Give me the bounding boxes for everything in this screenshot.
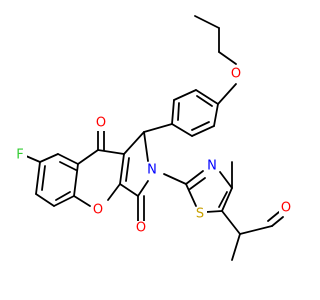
- atom-propoxy-oxygen: O: [229, 67, 243, 82]
- bond: [191, 125, 215, 137]
- oxygen-label: O: [136, 221, 146, 236]
- bond: [163, 173, 187, 185]
- oxygen-label: O: [96, 116, 106, 131]
- bonds: [25, 15, 284, 261]
- bond: [125, 157, 130, 182]
- bond: [185, 170, 204, 185]
- bond: [97, 149, 125, 155]
- atom-fluorine: F: [13, 148, 27, 163]
- bond: [25, 155, 41, 163]
- bond: [189, 177, 206, 190]
- bond: [107, 183, 121, 201]
- bond: [213, 103, 219, 127]
- bond: [171, 99, 175, 125]
- oxygen-label: O: [281, 201, 291, 216]
- bond: [55, 191, 71, 201]
- atom-thiazole-sulfur: S: [193, 207, 207, 222]
- bond: [39, 153, 59, 163]
- fluorine-label: F: [16, 148, 23, 163]
- bond: [221, 210, 241, 235]
- bond: [143, 131, 149, 162]
- bond: [35, 193, 55, 207]
- atom-ring-oxygen: O: [91, 203, 105, 218]
- bond: [194, 15, 220, 29]
- bond: [196, 95, 213, 107]
- nitrogen-label: N: [147, 163, 157, 178]
- sulfur-label: S: [196, 207, 204, 222]
- bond: [123, 131, 145, 155]
- oxygen-label: O: [93, 203, 103, 218]
- bond: [57, 153, 79, 165]
- bond: [221, 187, 233, 212]
- bond: [171, 123, 193, 137]
- bond: [53, 195, 75, 207]
- oxygen-label: O: [231, 67, 241, 82]
- atom-thiazole-nitrogen: N: [205, 159, 219, 174]
- atom-pyrrole-nitrogen: N: [145, 163, 159, 178]
- atom-ketone-oxygen: O: [94, 116, 108, 131]
- molecule-structure: O F O N N S O O: [13, 15, 293, 261]
- molecule-canvas: O F O N N S O O: [13, 15, 293, 261]
- bond: [218, 51, 237, 65]
- bond: [239, 225, 273, 235]
- bond: [191, 121, 210, 131]
- bond: [218, 191, 228, 208]
- atom-acetyl-oxygen: O: [279, 201, 293, 216]
- bond: [219, 171, 233, 189]
- bond: [73, 195, 91, 207]
- bond: [119, 153, 125, 185]
- bond: [137, 180, 149, 197]
- bond: [119, 183, 139, 197]
- bond: [35, 161, 41, 195]
- bond: [185, 183, 197, 207]
- bond: [59, 161, 77, 171]
- nitrogen-label: N: [207, 159, 217, 174]
- bond: [195, 89, 219, 105]
- atom-labels: O F O N N S O O: [13, 67, 293, 236]
- bond: [41, 165, 46, 191]
- bond: [271, 216, 284, 227]
- atom-lactam-oxygen: O: [134, 221, 148, 236]
- bond: [177, 102, 180, 121]
- bond: [231, 233, 241, 261]
- bond: [267, 211, 280, 222]
- bond: [77, 149, 99, 165]
- bond: [173, 89, 197, 101]
- bond: [73, 163, 79, 197]
- bond: [143, 123, 173, 133]
- bond: [217, 83, 237, 105]
- bond: [205, 210, 223, 213]
